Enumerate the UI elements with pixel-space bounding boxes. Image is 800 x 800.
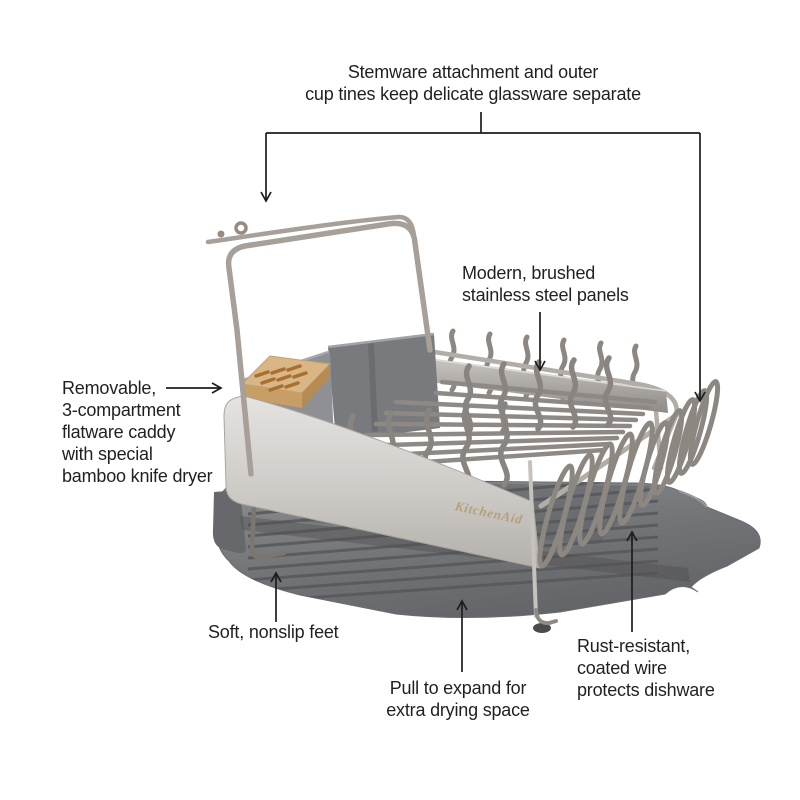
callout-line: flatware caddy bbox=[62, 422, 176, 442]
callout-line: extra drying space bbox=[386, 700, 530, 720]
callout-line: cup tines keep delicate glassware separa… bbox=[305, 84, 641, 104]
callout-wire: Rust-resistant, coated wire protects dis… bbox=[577, 635, 715, 701]
callout-line: 3-compartment bbox=[62, 400, 181, 420]
corner-post bbox=[528, 460, 558, 626]
stemware-hook-icon bbox=[234, 221, 248, 235]
callout-feet: Soft, nonslip feet bbox=[208, 621, 339, 643]
callout-line: bamboo knife dryer bbox=[62, 466, 213, 486]
drainboard-handle bbox=[212, 490, 246, 554]
callout-line: Soft, nonslip feet bbox=[208, 622, 339, 642]
callout-line: Removable, bbox=[62, 378, 157, 398]
callout-line: coated wire bbox=[577, 658, 667, 678]
cup-tines-upper bbox=[637, 379, 721, 508]
stainless-front-panel: KitchenAid bbox=[223, 395, 541, 569]
callout-line: with special bbox=[62, 444, 153, 464]
callout-line: Pull to expand for bbox=[389, 678, 527, 698]
callout-panels: Modern, brushed stainless steel panels bbox=[462, 262, 629, 306]
callout-line: protects dishware bbox=[577, 680, 715, 700]
callout-line: Stemware attachment and outer bbox=[347, 62, 599, 82]
callout-expand: Pull to expand for extra drying space bbox=[348, 677, 568, 721]
callout-caddy: Removable, 3-compartment flatware caddy … bbox=[62, 377, 213, 487]
callout-line: Modern, brushed bbox=[462, 263, 596, 283]
callout-line: stainless steel panels bbox=[462, 285, 629, 305]
nonslip-feet bbox=[249, 503, 551, 633]
callout-line: Rust-resistant, bbox=[577, 636, 691, 656]
callout-stemware: Stemware attachment and outer cup tines … bbox=[203, 61, 743, 105]
